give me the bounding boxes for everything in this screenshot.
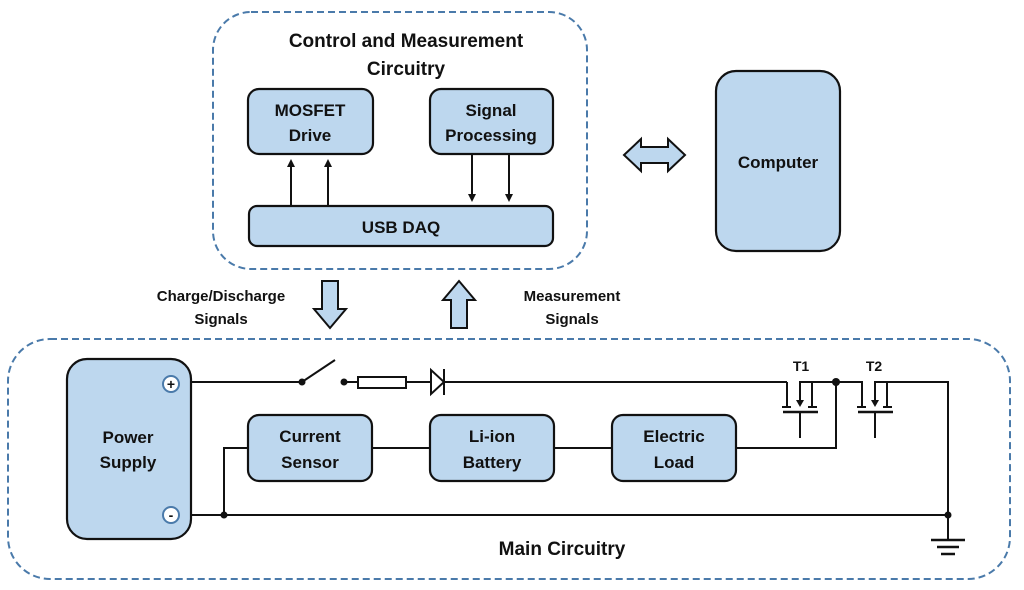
t1-label: T1 [793, 358, 810, 374]
control-group-title-line2: Circuitry [367, 59, 446, 80]
signal-processing-label-line2: Processing [445, 126, 537, 145]
negative-terminal-icon [162, 506, 180, 524]
t1-arrow-icon [796, 400, 804, 407]
t1-source-bus [799, 381, 836, 405]
electric-load-label-line1: Electric [643, 427, 704, 446]
mosfet-drive-label-line1: MOSFET [275, 101, 346, 120]
bidirectional-arrow-icon [622, 136, 687, 174]
mosfet-drive-block[interactable]: MOSFET Drive [246, 87, 375, 156]
usb-daq-block[interactable]: USB DAQ [247, 204, 555, 248]
mosfet-drive-box[interactable] [246, 87, 375, 156]
up-arrow-icon [440, 279, 478, 329]
sensor-to-ground-wire [223, 447, 248, 515]
t1-drain [782, 382, 791, 408]
computer-label: Computer [738, 153, 819, 172]
t2-label: T2 [866, 358, 883, 374]
down-arrow-icon [311, 280, 349, 330]
t2-body [883, 382, 892, 408]
computer-block[interactable]: Computer [714, 69, 842, 253]
t1-body [808, 382, 817, 408]
power-supply-label-line1: Power [102, 428, 153, 447]
t2-drain [836, 381, 866, 408]
power-supply-block[interactable]: Power Supply + - [65, 357, 193, 541]
power-supply-label-line2: Supply [100, 453, 157, 472]
main-group-border [7, 338, 1011, 580]
transistor-t1[interactable]: T1 [782, 358, 836, 438]
t2-source-bus [874, 381, 949, 515]
signal-processing-box[interactable] [428, 87, 555, 156]
fuse-icon [357, 376, 407, 389]
signal-processing-label-line1: Signal [465, 101, 516, 120]
usb-daq-label: USB DAQ [362, 218, 440, 237]
signal-processing-block[interactable]: Signal Processing [428, 87, 555, 156]
control-group-title-line1: Control and Measurement [289, 31, 524, 52]
power-supply-box[interactable] [65, 357, 193, 541]
main-circuitry-group: Main Circuitry Power Supply + - Current … [7, 338, 1011, 580]
battery-label-line1: Li-ion [469, 427, 515, 446]
control-group-border [212, 11, 588, 270]
t2-arrow-icon [871, 400, 879, 407]
junction-left [220, 511, 228, 519]
current-sensor-block[interactable]: Current Sensor [246, 413, 374, 483]
main-group-title: Main Circuitry [499, 539, 626, 560]
load-to-node-wire [736, 382, 837, 449]
negative-terminal-symbol: - [169, 507, 174, 523]
measurement-signals-label-line1: Measurement [524, 288, 621, 305]
measurement-signals-label-line2: Signals [545, 311, 598, 328]
positive-terminal-symbol: + [167, 376, 175, 392]
computer-box[interactable] [714, 69, 842, 253]
charge-discharge-label-line2: Signals [194, 311, 247, 328]
current-sensor-label-line1: Current [279, 427, 341, 446]
switch-icon[interactable] [301, 359, 336, 383]
positive-terminal-icon [162, 375, 180, 393]
battery-block[interactable]: Li-ion Battery [428, 413, 556, 483]
charge-discharge-label-line1: Charge/Discharge [157, 288, 285, 305]
transistor-t2[interactable]: T2 [836, 358, 949, 515]
current-sensor-label-line2: Sensor [281, 453, 339, 472]
diode-icon [430, 367, 446, 397]
usb-daq-box[interactable] [247, 204, 555, 248]
ground-icon [931, 515, 965, 556]
electric-load-label-line2: Load [654, 453, 695, 472]
mosfet-drive-label-line2: Drive [289, 126, 332, 145]
battery-label-line2: Battery [463, 453, 522, 472]
electric-load-block[interactable]: Electric Load [610, 413, 738, 483]
control-measurement-group: Control and Measurement Circuitry MOSFET… [212, 11, 588, 270]
